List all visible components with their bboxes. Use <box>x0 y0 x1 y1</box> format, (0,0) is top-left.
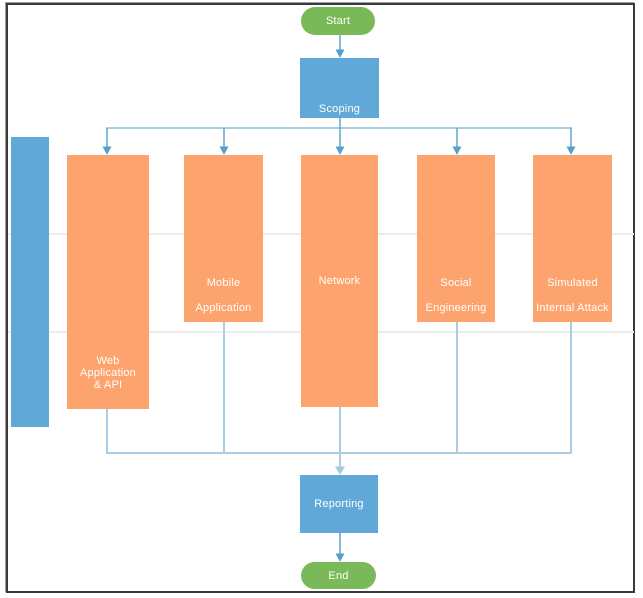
reporting-node[interactable]: Reporting <box>300 475 378 533</box>
mobile-application-label-line2: Application <box>195 302 252 314</box>
web-application-api-node[interactable]: Web Application & API <box>67 155 149 409</box>
diagram-border-frame <box>6 3 635 593</box>
network-node[interactable]: Network <box>301 155 378 407</box>
end-label: End <box>328 569 349 582</box>
web-application-api-label-line3: & API <box>93 379 123 391</box>
social-engineering-label-line2: Engineering <box>425 302 487 314</box>
web-application-api-label-line1: Web <box>96 355 120 367</box>
start-label: Start <box>325 15 351 27</box>
simulated-internal-attack-label-line2: Internal Attack <box>536 302 609 314</box>
left-lane-bar[interactable] <box>11 137 49 427</box>
simulated-internal-attack-node[interactable]: Simulated Internal Attack <box>533 155 612 322</box>
mobile-application-label-line1: Mobile <box>206 277 241 289</box>
reporting-label: Reporting <box>314 498 364 510</box>
web-application-api-label-line2: Application <box>79 367 136 379</box>
start-node[interactable]: Start <box>301 7 375 35</box>
simulated-internal-attack-label-line1: Simulated <box>547 277 598 289</box>
scoping-node[interactable]: Scoping <box>300 58 379 118</box>
mobile-application-node[interactable]: Mobile Application <box>184 155 263 322</box>
social-engineering-node[interactable]: Social Engineering <box>417 155 495 322</box>
end-node[interactable]: End <box>301 562 376 589</box>
network-label: Network <box>318 274 361 287</box>
social-engineering-label-line1: Social <box>440 277 472 289</box>
scoping-label: Scoping <box>318 103 361 115</box>
